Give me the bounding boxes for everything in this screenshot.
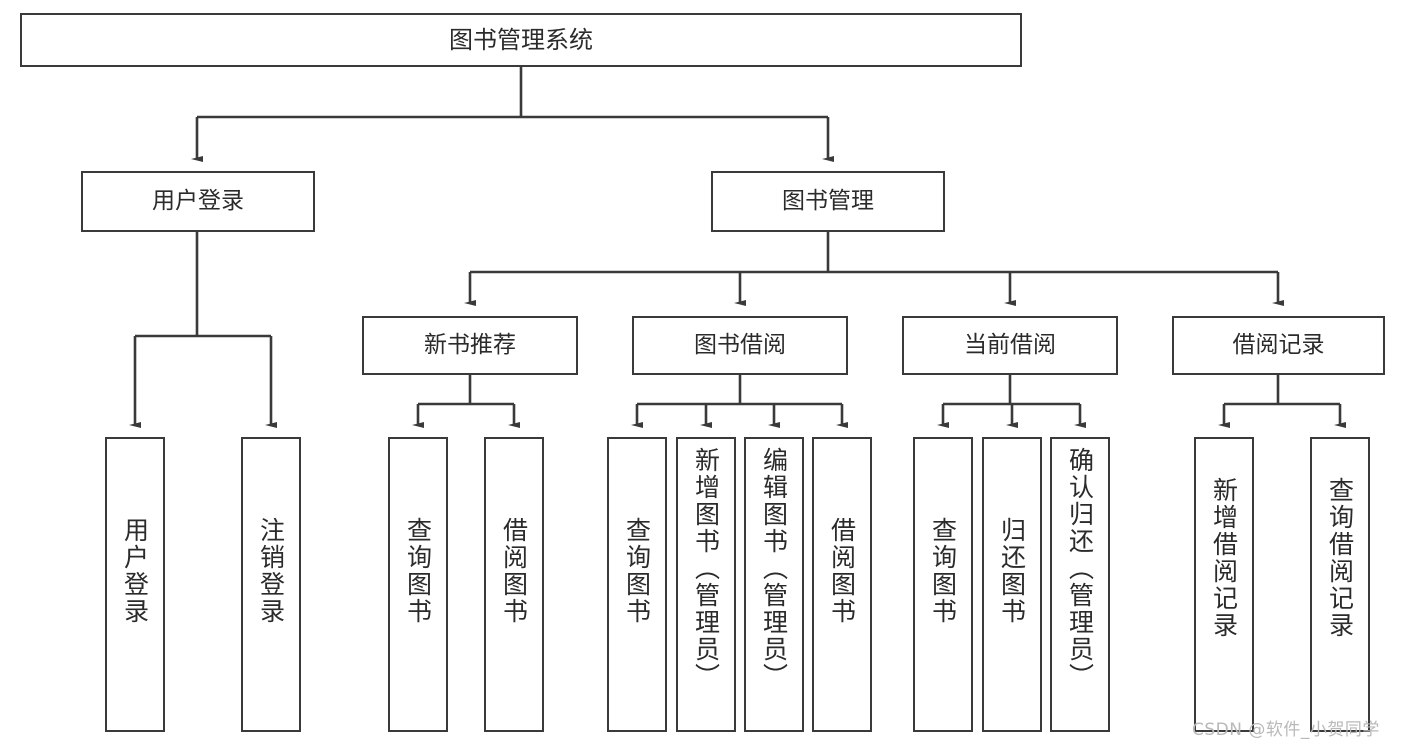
leaf-borrow-book-borrow[interactable]: 借阅图书 [812, 437, 872, 732]
node-label: 编辑图书（管理员） [759, 447, 789, 690]
leaf-return-book[interactable]: 归还图书 [982, 437, 1042, 732]
node-label: 确认归还（管理员） [1065, 447, 1095, 690]
leaf-edit-book-admin[interactable]: 编辑图书（管理员） [744, 437, 804, 732]
leaf-query-borrow-record[interactable]: 查询借阅记录 [1310, 437, 1370, 732]
node-label: 用户登录 [152, 187, 244, 214]
leaf-add-borrow-record[interactable]: 新增借阅记录 [1194, 437, 1254, 732]
node-label: 查询图书 [403, 517, 433, 625]
node-label: 新增借阅记录 [1209, 477, 1239, 639]
leaf-confirm-return-admin[interactable]: 确认归还（管理员） [1050, 437, 1110, 732]
node-label: 用户登录 [120, 517, 150, 625]
leaf-query-book-borrow[interactable]: 查询图书 [607, 437, 667, 732]
leaf-add-book-admin[interactable]: 新增图书（管理员） [676, 437, 736, 732]
node-label: 当前借阅 [964, 331, 1056, 358]
node-label: 查询借阅记录 [1325, 477, 1355, 639]
csdn-watermark: CSDN @软件_小贺同学 [1192, 720, 1380, 740]
node-label: 查询图书 [622, 517, 652, 625]
node-borrow-record[interactable]: 借阅记录 [1172, 316, 1385, 375]
node-book-manage[interactable]: 图书管理 [711, 171, 945, 232]
node-root-system[interactable]: 图书管理系统 [20, 13, 1022, 67]
node-label: 图书管理 [782, 187, 874, 214]
leaf-user-login[interactable]: 用户登录 [105, 437, 165, 732]
node-label: 借阅记录 [1232, 331, 1325, 358]
node-new-book-recommend[interactable]: 新书推荐 [362, 316, 578, 375]
leaf-logout-login[interactable]: 注销登录 [241, 437, 301, 732]
node-book-borrow[interactable]: 图书借阅 [632, 316, 848, 375]
node-label: 注销登录 [256, 517, 286, 625]
node-label: 借阅图书 [499, 517, 529, 625]
node-label: 查询图书 [928, 517, 958, 625]
node-label: 新增图书（管理员） [691, 447, 721, 690]
node-user-login[interactable]: 用户登录 [81, 171, 315, 232]
node-label: 借阅图书 [827, 517, 857, 625]
node-current-borrow[interactable]: 当前借阅 [902, 316, 1118, 375]
node-label: 图书借阅 [694, 331, 786, 358]
node-label: 归还图书 [997, 517, 1027, 625]
leaf-query-book-recommend[interactable]: 查询图书 [388, 437, 448, 732]
node-label: 新书推荐 [424, 331, 516, 358]
leaf-query-book-current[interactable]: 查询图书 [913, 437, 973, 732]
leaf-borrow-book-recommend[interactable]: 借阅图书 [484, 437, 544, 732]
node-label: 图书管理系统 [449, 25, 593, 54]
